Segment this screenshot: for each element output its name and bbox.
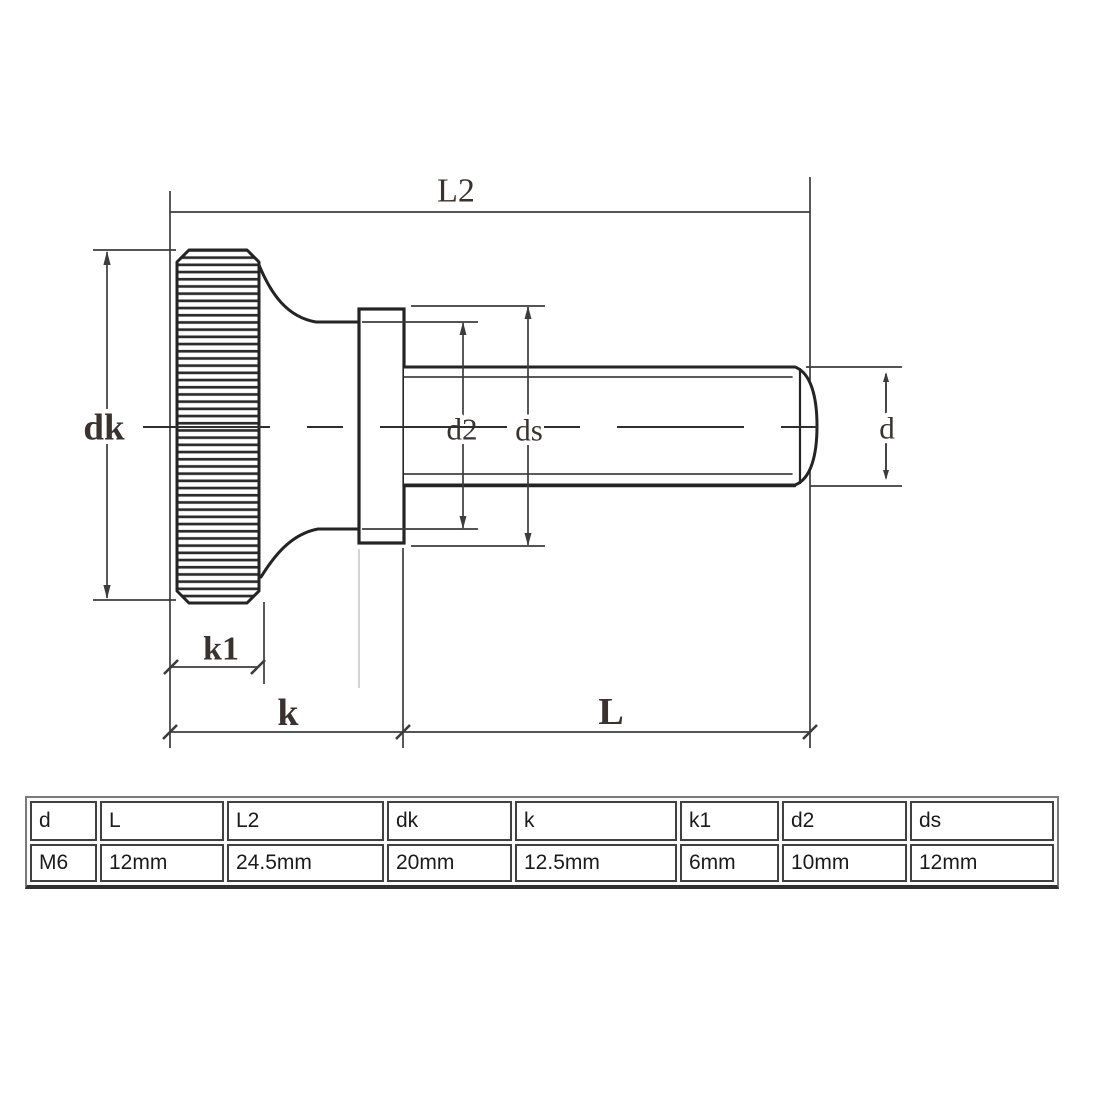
neck-bottom-curve (259, 527, 362, 579)
label-ds: ds (515, 413, 543, 448)
label-k: k (277, 692, 299, 734)
spec-header-row: d L L2 dk k k1 d2 ds (30, 801, 1054, 841)
spec-header-d2: d2 (782, 801, 907, 841)
label-dk: dk (83, 408, 125, 449)
spec-value-dk: 20mm (387, 844, 512, 882)
dimension-ds: ds (511, 306, 547, 546)
dimension-d: d (875, 372, 900, 480)
spec-value-ds: 12mm (910, 844, 1054, 882)
neck-top-curve (257, 263, 362, 324)
dimension-L: L (403, 687, 818, 740)
spec-value-k: 12.5mm (515, 844, 677, 882)
spec-value-k1: 6mm (680, 844, 779, 882)
dimension-k: k (162, 688, 411, 740)
spec-header-k1: k1 (680, 801, 779, 841)
spec-value-d: M6 (30, 844, 97, 882)
dimension-dk: dk (79, 251, 129, 599)
label-k1: k1 (203, 631, 239, 668)
spec-value-L: 12mm (100, 844, 224, 882)
spec-header-d: d (30, 801, 97, 841)
spec-header-k: k (515, 801, 677, 841)
dimension-d2: d2 (442, 322, 482, 529)
label-d2: d2 (447, 412, 478, 447)
label-L: L (598, 691, 623, 733)
thumb-screw-drawing: L2 dk d2 ds d (79, 168, 902, 748)
spec-value-d2: 10mm (782, 844, 907, 882)
spec-header-dk: dk (387, 801, 512, 841)
spec-header-L: L (100, 801, 224, 841)
dimension-L2: L2 (170, 168, 810, 214)
label-d: d (879, 411, 895, 446)
spec-value-row: M6 12mm 24.5mm 20mm 12.5mm 6mm 10mm 12mm (30, 844, 1054, 882)
dimension-k1: k1 (163, 626, 266, 675)
extension-lines-front (93, 249, 902, 748)
spec-header-L2: L2 (227, 801, 384, 841)
spec-table: d L L2 dk k k1 d2 ds M6 12mm 24.5mm 20mm… (25, 796, 1059, 889)
label-L2: L2 (437, 173, 475, 210)
spec-value-L2: 24.5mm (227, 844, 384, 882)
spec-header-ds: ds (910, 801, 1054, 841)
